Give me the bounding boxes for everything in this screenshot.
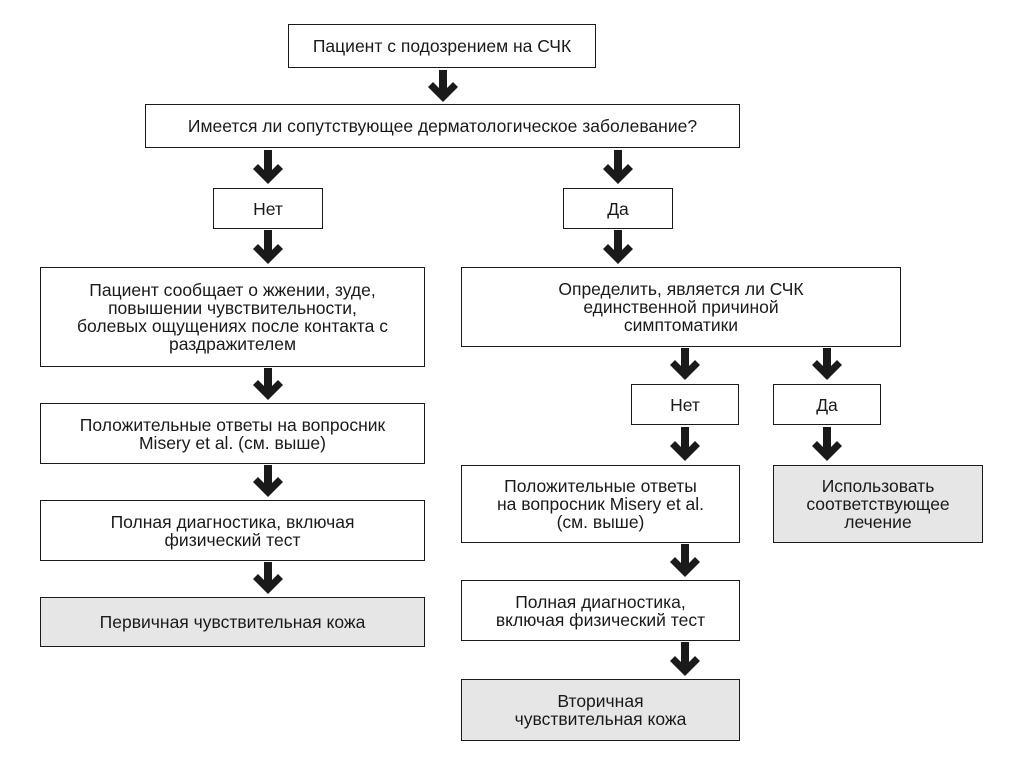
right-questionnaire-box: Положительные ответы на вопросник Misery…: [461, 465, 740, 543]
arrow-down-icon: [253, 562, 283, 594]
arrow-down-icon: [253, 465, 283, 497]
right-questionnaire-label: Положительные ответы на вопросник Misery…: [496, 476, 705, 532]
arrow-down-icon: [253, 368, 283, 400]
determine-label: Определить, является ли СЧК единственной…: [558, 279, 804, 335]
no-branch-answer-box: Нет: [631, 384, 739, 425]
arrow-down-icon: [670, 348, 700, 380]
secondary-result-label: Вторичная чувствительная кожа: [514, 691, 687, 729]
left-questionnaire-label: Положительные ответы на вопросник Misery…: [79, 414, 386, 453]
right-diagnostics-label: Полная диагностика, включая физический т…: [495, 591, 706, 630]
left-questionnaire-box: Положительные ответы на вопросник Misery…: [40, 403, 425, 464]
question-box: Имеется ли сопутствующее дерматологическ…: [145, 104, 740, 148]
symptoms-box: Пациент сообщает о жжении, зуде, повышен…: [40, 267, 425, 367]
primary-result-box: Первичная чувствительная кожа: [40, 597, 425, 647]
right-diagnostics-box: Полная диагностика, включая физический т…: [461, 580, 740, 641]
determine-box: Определить, является ли СЧК единственной…: [461, 267, 901, 347]
left-diagnostics-box: Полная диагностика, включая физический т…: [40, 500, 425, 561]
arrow-down-icon: [428, 70, 458, 102]
arrow-down-icon: [603, 150, 633, 184]
no-branch-answer-label: Нет: [670, 394, 700, 415]
question-label: Имеется ли сопутствующее дерматологическ…: [187, 116, 698, 136]
left-diagnostics-label: Полная диагностика, включая физический т…: [110, 511, 355, 550]
arrow-down-icon: [253, 150, 283, 184]
arrow-down-icon: [670, 642, 700, 676]
symptoms-label: Пациент сообщает о жжении, зуде, повышен…: [77, 280, 388, 354]
start-box: Пациент с подозрением на СЧК: [288, 24, 596, 68]
right-answer-yes-box: Да: [563, 188, 673, 229]
arrow-down-icon: [670, 427, 700, 461]
arrow-down-icon: [812, 427, 842, 461]
left-answer-no-box: Нет: [213, 188, 323, 229]
yes-branch-answer-box: Да: [773, 384, 881, 425]
arrow-down-icon: [253, 230, 283, 264]
yes-branch-answer-label: Да: [816, 394, 838, 415]
secondary-result-box: Вторичная чувствительная кожа: [461, 679, 740, 741]
arrow-down-icon: [603, 230, 633, 264]
primary-result-label: Первичная чувствительная кожа: [99, 612, 366, 632]
arrow-down-icon: [812, 348, 842, 380]
treatment-label: Использовать соответствующее лечение: [806, 476, 950, 532]
treatment-box: Использовать соответствующее лечение: [773, 465, 983, 543]
arrow-down-icon: [670, 544, 700, 577]
right-answer-yes-label: Да: [607, 198, 629, 219]
left-answer-no-label: Нет: [253, 198, 283, 219]
start-label: Пациент с подозрением на СЧК: [312, 36, 572, 56]
